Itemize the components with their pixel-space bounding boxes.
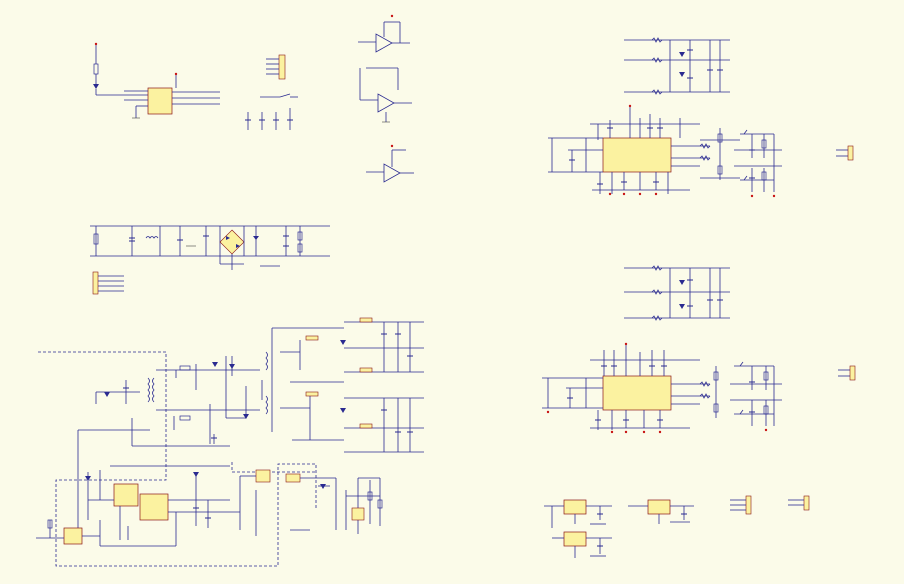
power-marker-icon <box>174 72 178 76</box>
power-supply-block <box>90 225 330 270</box>
regulator-block <box>544 495 810 558</box>
connector-icon <box>92 271 99 295</box>
diode-icon <box>93 84 99 89</box>
inductor <box>145 236 159 239</box>
speaker-connector-top <box>836 145 854 161</box>
optocoupler <box>255 469 271 483</box>
regulator-ic <box>647 499 671 515</box>
diode-icon <box>340 340 346 345</box>
power-marker-icon <box>628 104 632 108</box>
feedback-block <box>231 462 383 536</box>
transformer <box>265 351 268 371</box>
header-connector-top <box>245 54 298 130</box>
connector-icon <box>278 54 286 80</box>
diode-icon <box>253 236 259 240</box>
connector-icon <box>849 365 856 381</box>
transformer <box>265 395 268 415</box>
amplifier-top <box>548 37 782 198</box>
power-marker-icon <box>624 342 628 346</box>
diode-icon <box>679 72 685 77</box>
power-marker-icon <box>390 14 394 18</box>
ic-chip <box>147 87 173 115</box>
diode-icon <box>679 52 685 57</box>
power-marker-icon <box>390 144 394 148</box>
switching-supply-block <box>38 327 344 567</box>
regulator-ic <box>563 499 587 515</box>
op-amp-stack <box>358 14 414 183</box>
controller-block <box>36 465 240 547</box>
ic-chip <box>63 527 83 545</box>
power-marker-icon <box>94 42 98 46</box>
diode-icon <box>679 304 685 309</box>
resistor <box>93 63 99 75</box>
amplifier-ic <box>602 375 672 411</box>
op-amp-icon <box>375 33 393 53</box>
bridge-rectifier <box>219 229 245 255</box>
diode-icon <box>679 280 685 285</box>
connector-icon <box>803 495 810 511</box>
speaker-connector-bottom <box>838 365 856 381</box>
diode-icon <box>340 408 346 413</box>
resistor <box>93 233 99 245</box>
ic-block-top-left <box>93 42 220 119</box>
op-amp-icon <box>383 163 401 183</box>
output-rails <box>305 317 424 453</box>
transformer <box>147 377 150 403</box>
connector-icon <box>745 495 752 515</box>
op-amp-icon <box>377 93 395 113</box>
ic-chip <box>113 483 139 507</box>
header-connector-left <box>92 271 124 295</box>
regulator-ic <box>563 531 587 547</box>
amplifier-ic <box>602 137 672 173</box>
diode-icon <box>104 392 110 397</box>
connector-icon <box>847 145 854 161</box>
amplifier-bottom <box>542 265 782 434</box>
ic-chip <box>139 493 169 521</box>
